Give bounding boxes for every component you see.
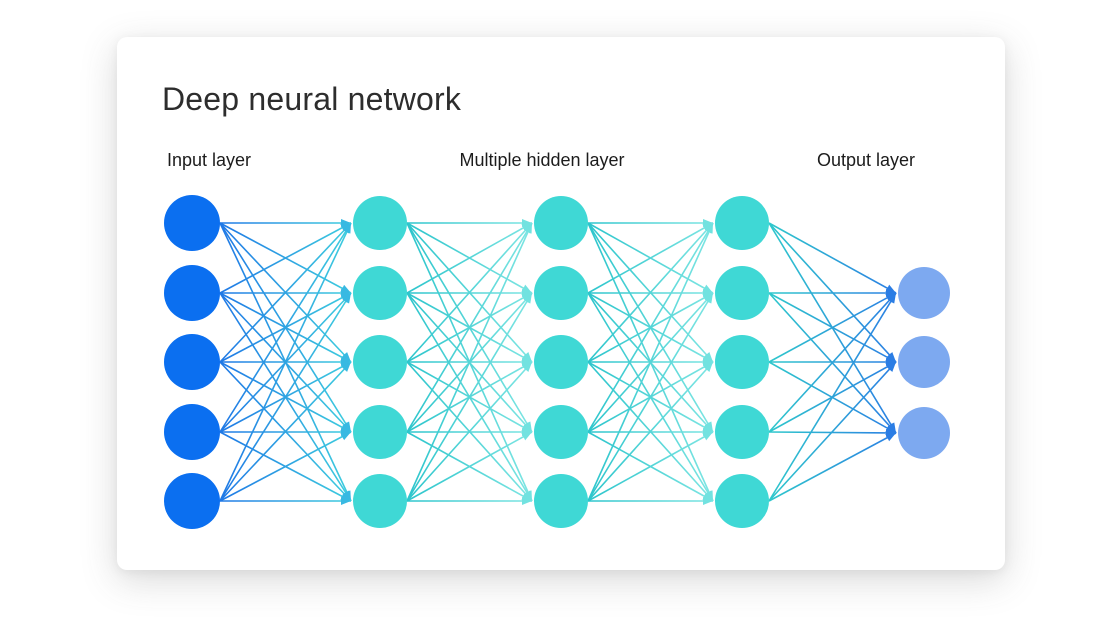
hidden-3-node-2 [715, 266, 769, 320]
connection-arrow [219, 222, 352, 294]
hidden-2-layer-nodes [534, 196, 588, 528]
output-layer-label: Output layer [816, 150, 916, 170]
input-layer-nodes [164, 195, 220, 529]
connection-arrow [587, 222, 714, 363]
hidden-1-layer-nodes [353, 196, 407, 528]
output-node-3 [898, 407, 950, 459]
connection-arrow [219, 361, 352, 502]
input-node-5 [164, 473, 220, 529]
connection-arrow [406, 222, 533, 294]
connection-arrow [219, 222, 352, 363]
hidden-3-node-5 [715, 474, 769, 528]
input-node-3 [164, 334, 220, 390]
hidden-layer-label: Multiple hidden layer [459, 150, 625, 170]
connection-arrow [406, 431, 533, 502]
input-layer-label: Input layer [167, 150, 252, 170]
input-node-2 [164, 265, 220, 321]
connection-arrow [768, 292, 897, 502]
connection-arrow [587, 222, 714, 294]
connection-arrow [768, 222, 897, 294]
connection-arrow [219, 292, 352, 502]
hidden-2-node-1 [534, 196, 588, 250]
connection-arrow [219, 431, 352, 502]
output-node-1 [898, 267, 950, 319]
hidden-1-node-5 [353, 474, 407, 528]
diagram-card: Deep neural network Input layer Multiple… [117, 37, 1005, 570]
hidden-3-node-3 [715, 335, 769, 389]
hidden-3-layer-nodes [715, 196, 769, 528]
connection-arrow [219, 222, 352, 433]
diagram-title: Deep neural network [162, 81, 462, 117]
connections-hidden-2-to-hidden-3 [587, 219, 714, 505]
hidden-3-node-4 [715, 405, 769, 459]
hidden-1-node-3 [353, 335, 407, 389]
connection-arrow [587, 361, 714, 502]
connection-arrow [587, 292, 714, 502]
connections-hidden-3-to-output [768, 222, 897, 502]
input-node-4 [164, 404, 220, 460]
connection-arrow [587, 222, 714, 433]
hidden-1-node-4 [353, 405, 407, 459]
connection-arrow [406, 292, 533, 502]
neural-network-diagram [164, 195, 950, 529]
hidden-2-node-4 [534, 405, 588, 459]
output-node-2 [898, 336, 950, 388]
input-node-1 [164, 195, 220, 251]
connection-arrow [406, 222, 533, 363]
connection-arrow [768, 361, 897, 502]
connection-arrow [587, 431, 714, 502]
connections-hidden-1-to-hidden-2 [406, 219, 533, 505]
hidden-1-node-1 [353, 196, 407, 250]
hidden-2-node-3 [534, 335, 588, 389]
connection-arrow [219, 222, 352, 502]
hidden-3-node-1 [715, 196, 769, 250]
connection-arrow [406, 222, 533, 433]
connection-arrow [587, 222, 714, 502]
connection-arrow [768, 292, 897, 433]
output-layer-nodes [898, 267, 950, 459]
connection-arrow [768, 292, 897, 363]
connection-arrow [406, 222, 533, 502]
connections-input-to-hidden-1 [219, 219, 352, 505]
hidden-2-node-5 [534, 474, 588, 528]
connection-arrow [406, 361, 533, 502]
connection-arrow [768, 432, 897, 502]
hidden-1-node-2 [353, 266, 407, 320]
hidden-2-node-2 [534, 266, 588, 320]
